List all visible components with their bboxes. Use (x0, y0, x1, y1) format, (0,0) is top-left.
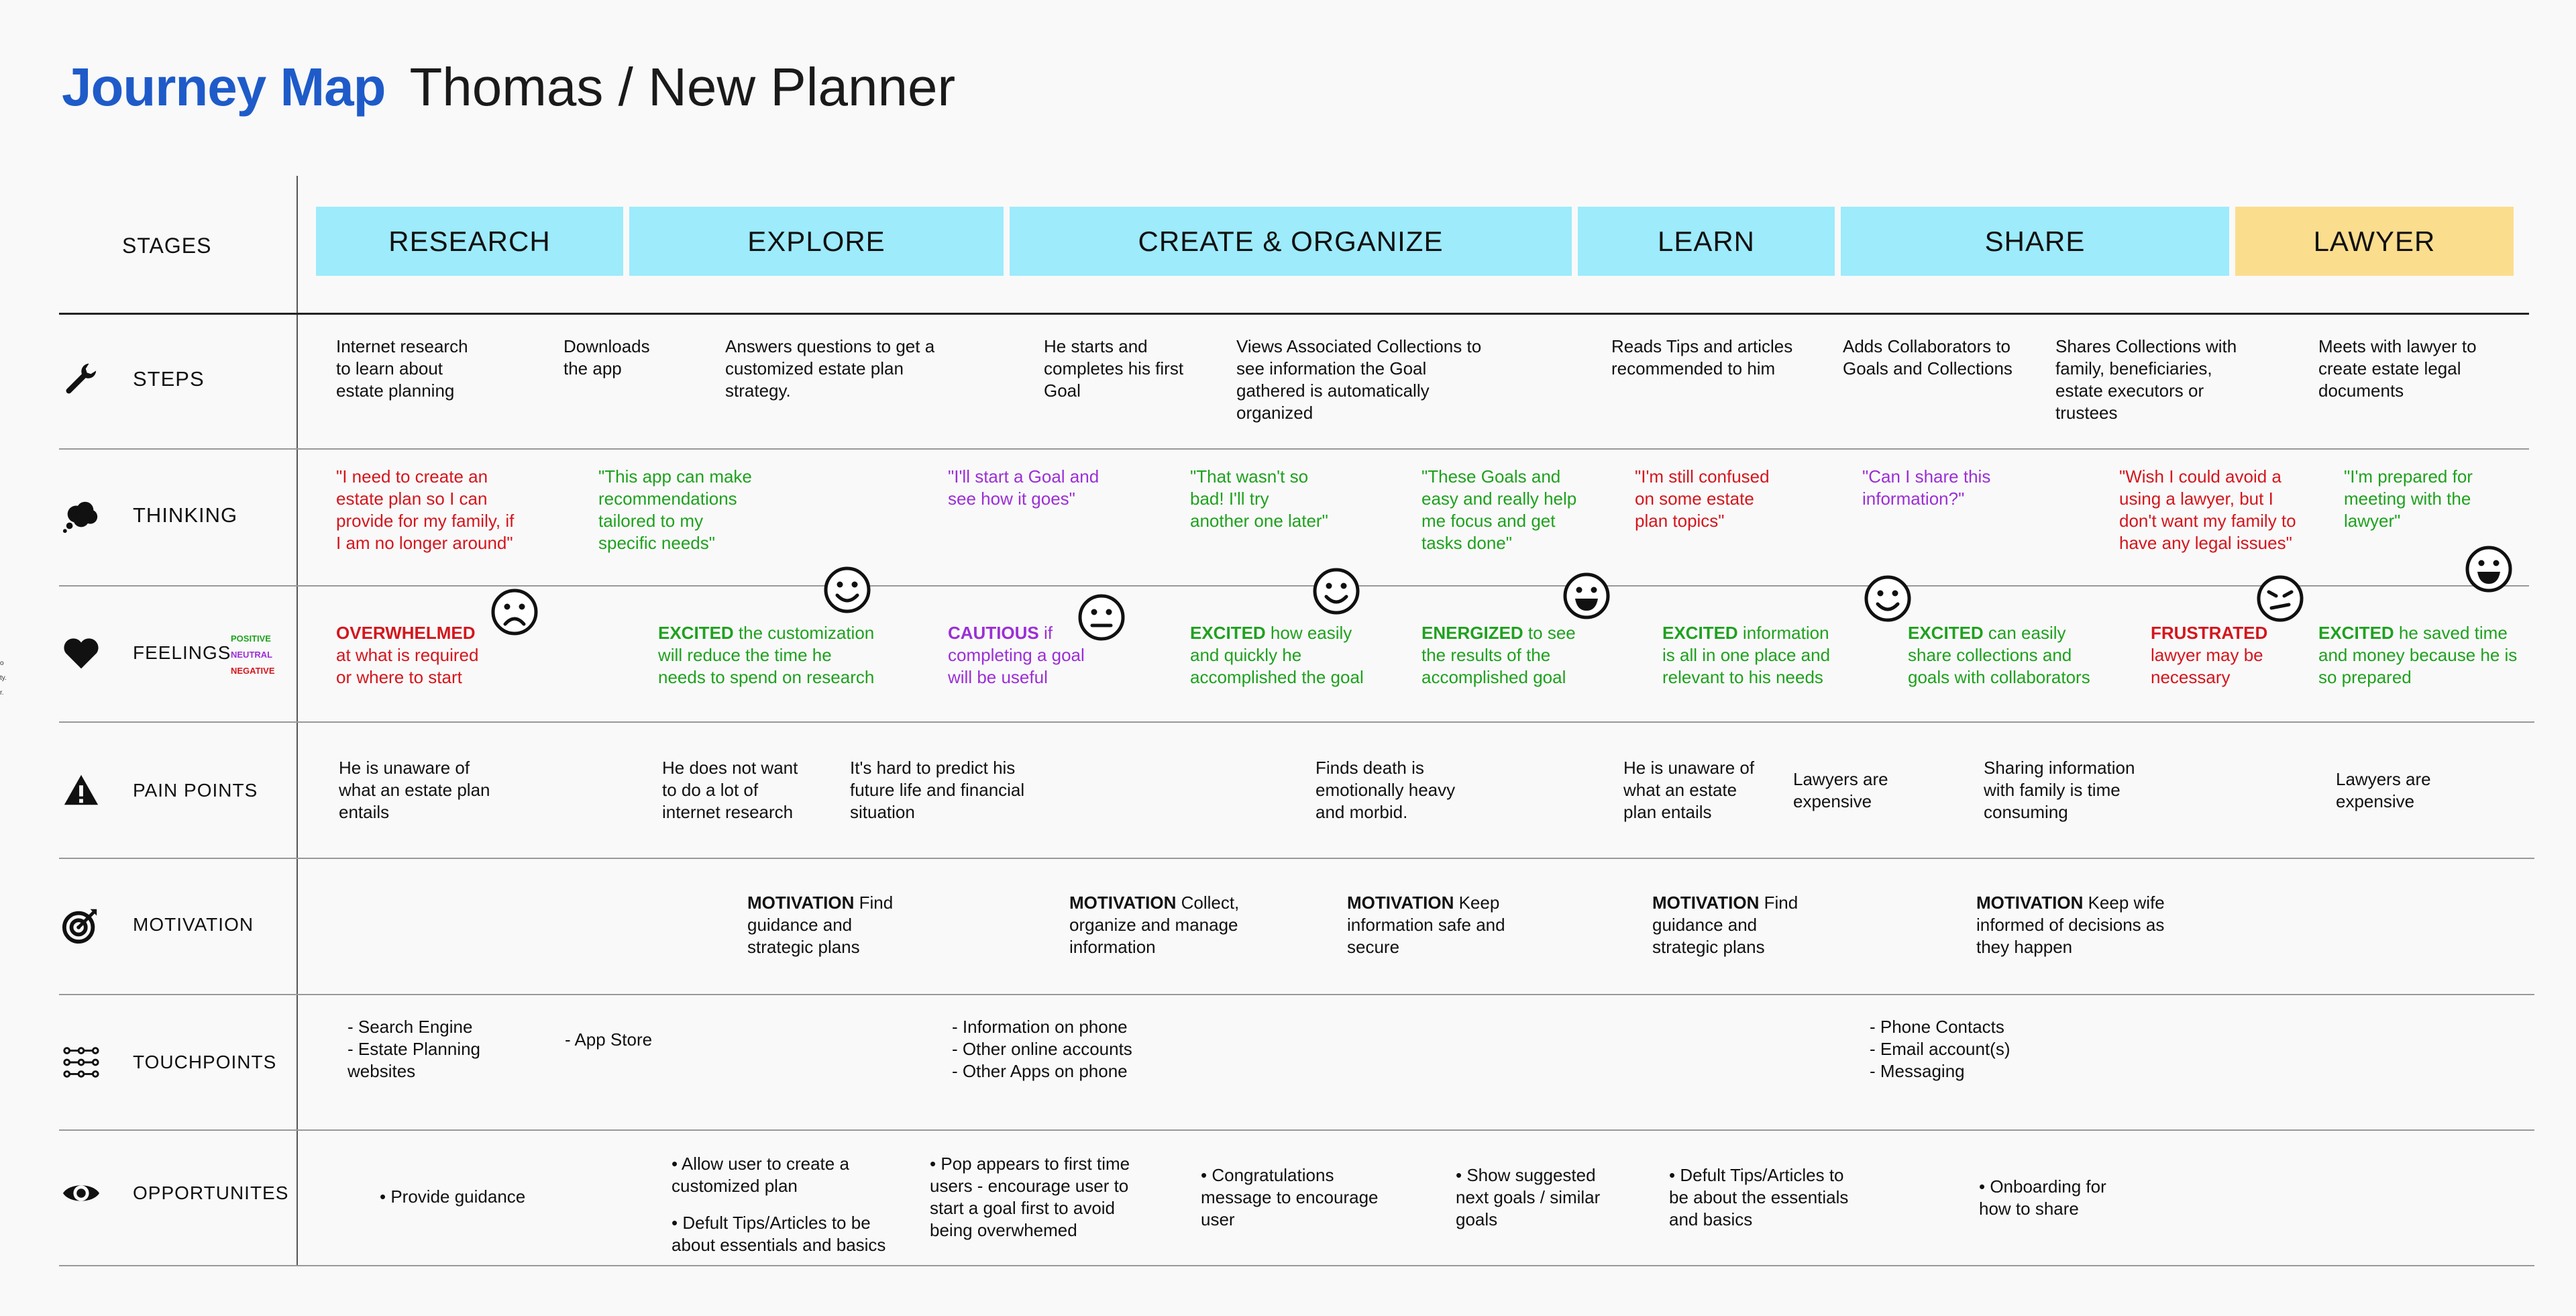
stages-label: STAGES (122, 234, 212, 258)
stage-explore: EXPLORE (629, 207, 1004, 276)
touchpoint-cell: - App Store (565, 1029, 653, 1050)
target-icon (59, 903, 103, 947)
opportunity-cell: • Provide guidance (380, 1186, 526, 1207)
page-title: Journey Map Thomas / New Planner (62, 56, 955, 118)
row-label-touchpoints: TOUCHPOINTS (59, 1040, 276, 1084)
edge-marks: o ty. r. (0, 660, 7, 697)
row-divider (59, 585, 2529, 587)
smile-face-icon (823, 566, 871, 614)
heart-icon (59, 631, 103, 675)
stage-learn: LEARN (1578, 207, 1835, 276)
row-label-opportunities: OPPORTUNITES (59, 1171, 288, 1215)
row-label-thinking: THINKING (59, 493, 237, 538)
title-persona: Thomas / New Planner (409, 57, 956, 117)
thought-cloud-icon (59, 493, 103, 538)
stage-create-organize: CREATE & ORGANIZE (1010, 207, 1572, 276)
smile-face-icon (1312, 567, 1360, 615)
header-divider (59, 313, 2529, 315)
row-label-steps: STEPS (59, 357, 205, 401)
stage-research: RESEARCH (316, 207, 623, 276)
grin-face-icon (2465, 545, 2513, 593)
grin-face-icon (1562, 572, 1611, 620)
touchpoint-cell: - Information on phone- Other online acc… (952, 1017, 1132, 1081)
row-divider (59, 858, 2534, 859)
title-brand: Journey Map (62, 57, 386, 117)
stage-lawyer: LAWYER (2235, 207, 2514, 276)
feelings-legend: POSITIVE NEUTRAL NEGATIVE (231, 634, 275, 676)
nodes-icon (59, 1040, 103, 1084)
confused-face-icon (2256, 574, 2304, 623)
row-divider (59, 1129, 2534, 1131)
row-divider (59, 448, 2529, 450)
touchpoint-cell: - Phone Contacts- Email account(s)- Mess… (1870, 1017, 2010, 1081)
smile-face-icon (1864, 574, 1912, 623)
neutral-face-icon (1077, 593, 1126, 642)
row-label-divider (297, 176, 298, 1266)
eye-icon (59, 1171, 103, 1215)
row-divider (59, 1265, 2534, 1266)
row-divider (59, 994, 2534, 995)
warning-icon (59, 768, 103, 813)
row-divider (59, 721, 2534, 723)
wrench-icon (59, 357, 103, 401)
stage-share: SHARE (1841, 207, 2229, 276)
row-label-pain-points: PAIN POINTS (59, 768, 258, 813)
row-label-feelings: FEELINGS (59, 631, 231, 675)
sad-face-icon (490, 588, 539, 636)
row-label-motivation: MOTIVATION (59, 903, 254, 947)
